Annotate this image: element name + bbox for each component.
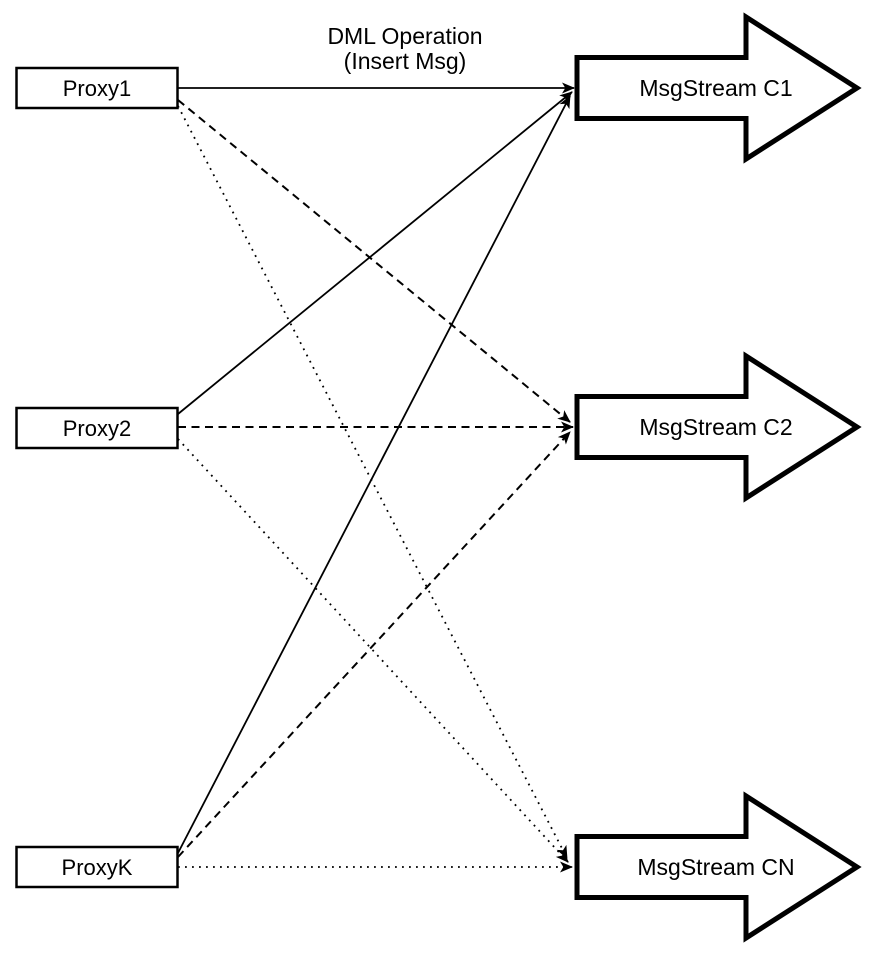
msgstream-c2-node: MsgStream C2 — [574, 351, 862, 503]
msgstream-cn-label: MsgStream CN — [637, 854, 794, 880]
msgstream-c1-label: MsgStream C1 — [639, 75, 792, 101]
edge-proxy1-to-cn — [177, 105, 568, 859]
msgstream-cn-arrow-shape — [574, 791, 862, 943]
msgstream-c2-arrow-shape — [574, 351, 862, 503]
proxyk-node: ProxyK — [15, 845, 179, 889]
proxy1-box — [15, 66, 179, 110]
edge-proxyk-to-c2 — [177, 431, 571, 858]
proxyk-label: ProxyK — [62, 855, 133, 880]
edge-proxyk-to-c1 — [177, 95, 571, 854]
proxyk-box — [15, 845, 179, 889]
edge-proxy2-to-c1 — [177, 91, 573, 415]
msgstream-c2-label: MsgStream C2 — [639, 414, 792, 440]
proxy2-node: Proxy2 — [15, 406, 179, 450]
edges — [177, 82, 575, 873]
msgstream-c1-arrow-shape — [574, 12, 862, 164]
proxy2-label: Proxy2 — [63, 416, 131, 441]
proxy1-label: Proxy1 — [63, 76, 131, 101]
diagram-title-line2: (Insert Msg) — [344, 48, 467, 74]
proxy1-node: Proxy1 — [15, 66, 179, 110]
edge-proxy2-to-cn — [177, 438, 569, 863]
msgstream-c1-node: MsgStream C1 — [574, 12, 862, 164]
proxy2-box — [15, 406, 179, 450]
edge-proxy1-to-c2 — [177, 99, 571, 423]
diagram-title-line1: DML Operation — [327, 23, 482, 49]
msgstream-cn-node: MsgStream CN — [574, 791, 862, 943]
